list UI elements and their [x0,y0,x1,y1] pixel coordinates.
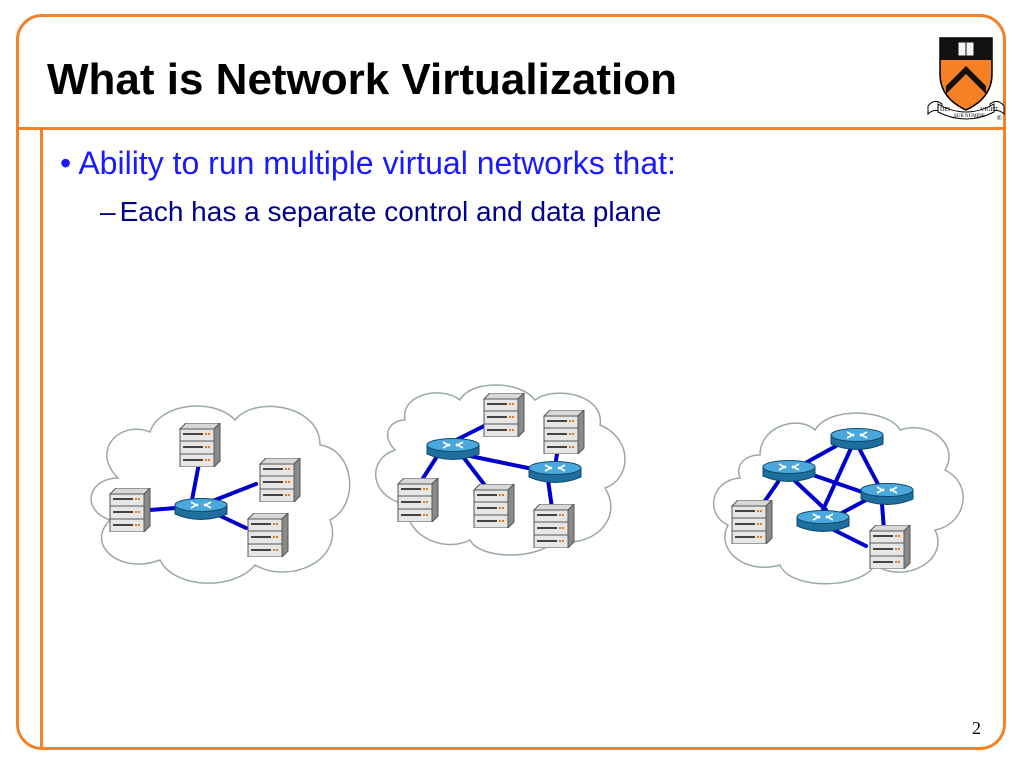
network-link [838,498,868,516]
network-link [454,423,488,442]
network-link [208,482,258,504]
network-link [468,454,530,470]
bullet-text: Ability to run multiple virtual networks… [78,145,676,181]
router-icon [174,498,228,521]
server-stack-icon [259,458,301,502]
left-rule [40,129,43,749]
bullet-marker: • [60,145,72,181]
virtual-network-1 [90,405,351,584]
virtual-network-3 [712,412,964,585]
title-divider [18,127,1004,130]
network-link [792,478,828,512]
router-icon [762,460,816,483]
subbullet-text: Each has a separate control and data pla… [119,196,662,227]
network-link [820,444,854,514]
server-stack-icon [731,500,773,544]
network-link [858,448,882,490]
subbullet-marker: – [100,196,116,227]
logo-motto-center: SUB NUMINE [954,114,985,119]
server-stack-icon [543,410,585,454]
server-stack-icon [109,488,151,532]
network-link [808,472,870,496]
subbullet-separate-planes: –Each has a separate control and data pl… [100,196,661,228]
page-number: 2 [972,718,981,738]
princeton-shield-logo: DEI SUB NUMINE VIGET ® [927,37,1005,122]
server-stack-icon [179,423,221,467]
server-stack-icon [397,478,439,522]
network-link [546,478,554,510]
network-link [148,506,178,512]
registered-mark: ® [997,115,1002,122]
server-stack-icon [483,393,525,437]
router-icon [830,428,884,451]
slide-frame [16,14,1006,750]
bullet-ability: • Ability to run multiple virtual networ… [60,145,676,182]
server-stack-icon [869,525,911,569]
router-icon [426,438,480,461]
router-icon [796,510,850,533]
router-icon [528,461,582,484]
logo-motto-right: VIGET [980,107,998,113]
server-stack-icon [533,504,575,548]
network-link [828,526,868,548]
router-icon [860,483,914,506]
server-stack-icon [247,513,289,557]
slide-title: What is Network Virtualization [47,55,677,104]
logo-motto-left: DEI [940,107,950,113]
server-stack-icon [473,484,515,528]
virtual-network-2 [375,384,626,556]
